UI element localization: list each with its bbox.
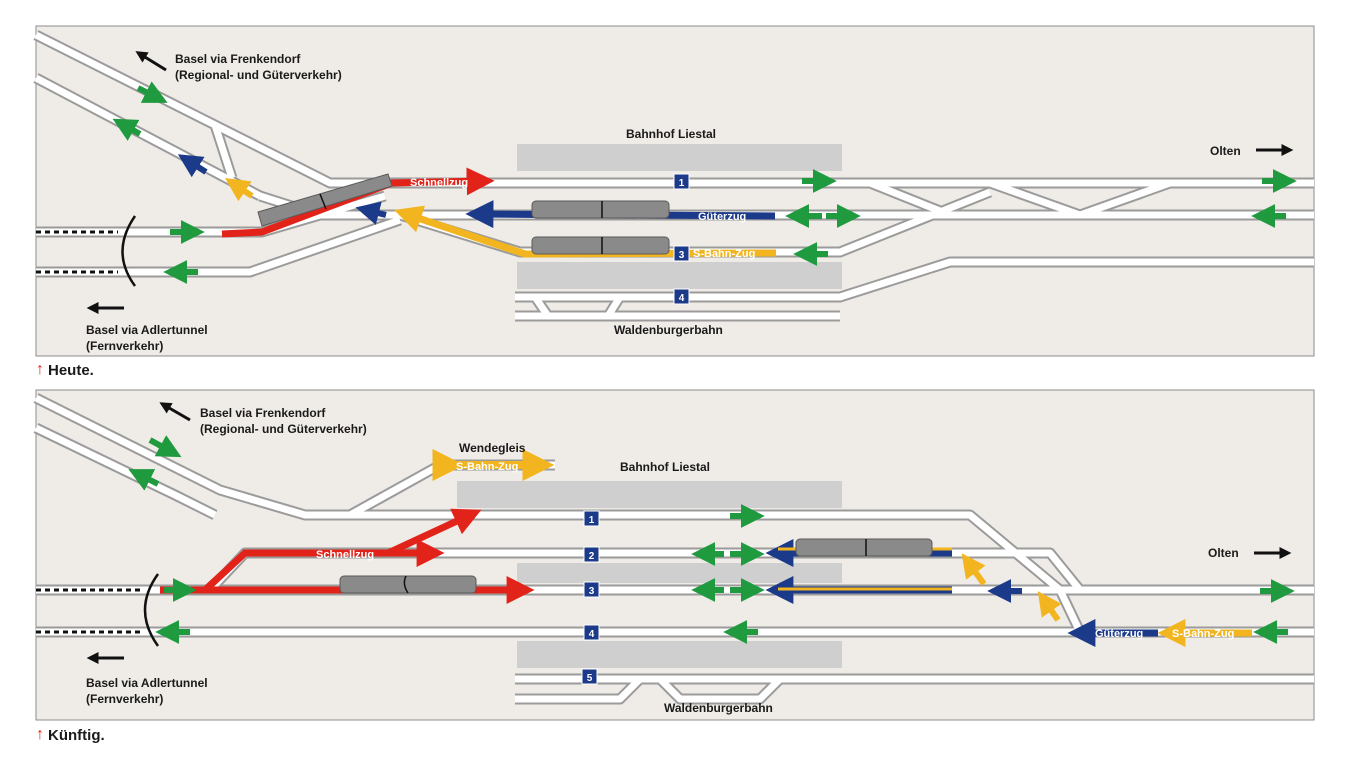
label-olten: Olten (1210, 144, 1241, 158)
label-basel-adlertunnel: Basel via Adlertunnel (86, 323, 208, 337)
label-waldenburgerbahn: Waldenburgerbahn (664, 701, 773, 715)
label-olten: Olten (1208, 546, 1239, 560)
label-regional-gueter: (Regional- und Güterverkehr) (175, 68, 342, 82)
track-badge-1: 1 (583, 510, 600, 527)
yellow-arrow-icon (961, 553, 987, 586)
track-badge-3: 3 (583, 581, 600, 598)
direction-arrows-today (112, 81, 1297, 284)
route-schnellzug (221, 167, 495, 238)
label-station: Bahnhof Liestal (626, 127, 716, 141)
track-badge-4: 4 (673, 288, 690, 305)
platform (517, 563, 842, 583)
label-regional-gueter: (Regional- und Güterverkehr) (200, 422, 367, 436)
svg-text:5: 5 (587, 673, 593, 684)
arrow-up-left-icon (159, 402, 191, 422)
svg-text:2: 2 (589, 551, 595, 562)
blue-arrow-icon (355, 201, 387, 225)
red-up-arrow-icon: ↑ (36, 726, 44, 743)
svg-text:3: 3 (679, 250, 685, 261)
platform (517, 641, 842, 668)
label-gueterzug: Güterzug (1095, 628, 1143, 640)
label-wendegleis: Wendegleis (459, 441, 526, 455)
svg-text:4: 4 (589, 629, 595, 640)
caption-today: ↑ Heute. (36, 361, 94, 379)
train-schnellzug (257, 173, 393, 227)
svg-text:4: 4 (679, 293, 685, 304)
label-fernverkehr: (Fernverkehr) (86, 339, 163, 353)
green-arrow-icon (136, 81, 168, 103)
arrow-up-left-icon (135, 51, 167, 72)
caption-future-text: Künftig. (48, 726, 105, 744)
green-arrow-icon (112, 118, 142, 141)
label-waldenburgerbahn: Waldenburgerbahn (614, 323, 723, 337)
tunnel-portal (36, 573, 160, 647)
train-sbahn (531, 236, 670, 255)
yellow-arrow-icon (1037, 591, 1062, 622)
label-basel-adlertunnel: Basel via Adlertunnel (86, 676, 208, 690)
track-badge-5: 5 (581, 668, 598, 685)
panel-future: 1 2 3 4 5 Basel via Frenkendorf (Regiona… (33, 389, 1315, 721)
label-schnellzug: Schnellzug (410, 177, 468, 189)
panel-today: 1 3 4 Basel via Frenkendorf (Regional- u… (33, 25, 1315, 357)
caption-today-text: Heute. (48, 361, 94, 379)
label-sbahn-wendegleis: S-Bahn-Zug (456, 461, 518, 473)
label-sbahn: S-Bahn-Zug (693, 248, 755, 260)
direction-arrows-future (128, 435, 1295, 647)
label-gueterzug: Güterzug (698, 211, 746, 223)
red-up-arrow-icon: ↑ (36, 361, 44, 378)
track-badge-1: 1 (673, 173, 690, 190)
platform (517, 144, 842, 171)
train-gueterzug (531, 200, 670, 219)
svg-text:1: 1 (589, 515, 595, 526)
green-arrow-icon (128, 469, 160, 491)
yellow-arrow-icon (225, 178, 254, 202)
svg-text:1: 1 (679, 178, 685, 189)
track-badge-2: 2 (583, 546, 600, 563)
label-station: Bahnhof Liestal (620, 460, 710, 474)
tunnel-portal (36, 215, 137, 287)
label-schnellzug: Schnellzug (316, 549, 374, 561)
track-badge-4: 4 (583, 624, 600, 641)
train-sbahn-future (795, 538, 933, 557)
platform (457, 481, 842, 508)
label-sbahn: S-Bahn-Zug (1172, 628, 1234, 640)
platform (517, 262, 842, 289)
svg-text:3: 3 (589, 586, 595, 597)
track-badge-3: 3 (673, 245, 690, 262)
blue-arrow-icon (177, 154, 208, 178)
route-sbahn (394, 205, 777, 258)
label-fernverkehr: (Fernverkehr) (86, 692, 163, 706)
train-schnellzug-future (339, 575, 477, 594)
label-basel-frenkendorf: Basel via Frenkendorf (175, 52, 301, 66)
label-basel-frenkendorf: Basel via Frenkendorf (200, 406, 326, 420)
green-arrow-icon (148, 435, 182, 458)
caption-future: ↑ Künftig. (36, 726, 105, 744)
